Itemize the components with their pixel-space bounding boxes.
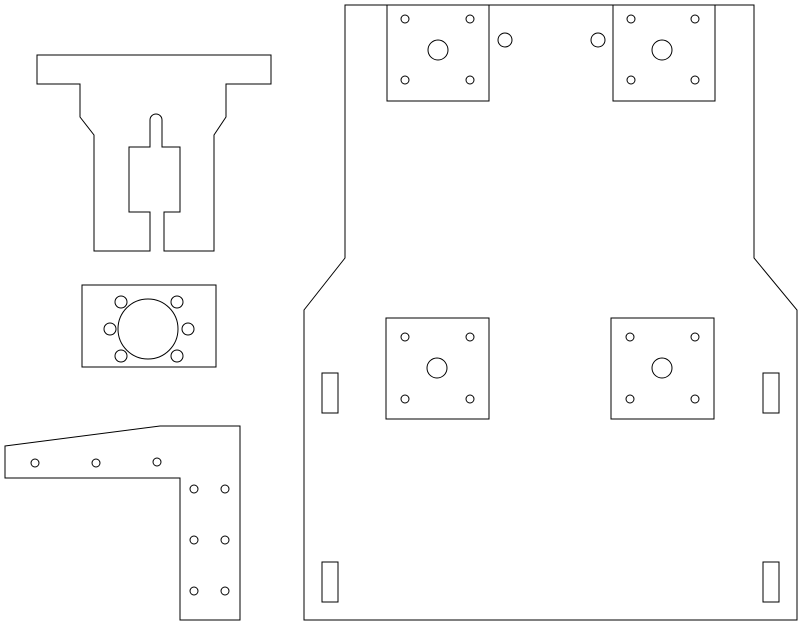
slot-cutout (321, 561, 339, 603)
base-plate-outline (303, 4, 798, 621)
screw-hole (400, 75, 410, 85)
mount-hole (181, 322, 195, 336)
shaft-hole (426, 357, 448, 379)
mount-hole (114, 349, 128, 363)
mount-hole (189, 484, 199, 494)
screw-hole (400, 14, 410, 24)
slot-cutout (321, 372, 339, 414)
motor-mount-plate (385, 317, 490, 420)
screw-hole (690, 14, 700, 24)
mount-hole (30, 458, 40, 468)
l-bracket-outline (4, 425, 241, 621)
l-bracket-part (4, 425, 241, 621)
t-bracket-part (36, 54, 272, 252)
motor-mount-plate (612, 4, 716, 102)
slot-cutout (762, 561, 780, 603)
screw-hole (465, 394, 475, 404)
alignment-hole (590, 32, 606, 48)
alignment-hole (497, 32, 513, 48)
screw-hole (400, 394, 410, 404)
bearing-plate-part (81, 284, 217, 368)
shaft-hole (427, 39, 449, 61)
mount-hole (114, 295, 128, 309)
motor-mount-top-left (386, 4, 490, 102)
mount-hole (152, 457, 162, 467)
slot-cutout (762, 372, 780, 414)
mount-hole (91, 458, 101, 468)
mount-hole (170, 349, 184, 363)
mount-hole (170, 295, 184, 309)
shaft-hole (651, 357, 673, 379)
screw-hole (400, 332, 410, 342)
mount-hole (189, 535, 199, 545)
mount-hole (220, 484, 230, 494)
t-bracket-outline (36, 54, 272, 252)
mount-hole (103, 322, 117, 336)
screw-hole (625, 332, 635, 342)
motor-mount-plate (386, 4, 490, 102)
bearing-plate-outline (81, 284, 217, 368)
mount-hole (220, 586, 230, 596)
motor-mount-plate (610, 317, 715, 420)
screw-hole (625, 394, 635, 404)
bearing-bore-hole (117, 298, 179, 360)
base-plate-part (303, 4, 798, 621)
motor-mount-middle-left (385, 317, 490, 420)
screw-hole (690, 394, 700, 404)
screw-hole (690, 75, 700, 85)
mount-hole (189, 586, 199, 596)
motor-mount-top-right (612, 4, 716, 102)
mount-hole (220, 535, 230, 545)
screw-hole (626, 75, 636, 85)
screw-hole (465, 14, 475, 24)
screw-hole (465, 332, 475, 342)
screw-hole (465, 75, 475, 85)
shaft-hole (651, 39, 673, 61)
motor-mount-middle-right (610, 317, 715, 420)
screw-hole (690, 332, 700, 342)
screw-hole (626, 14, 636, 24)
